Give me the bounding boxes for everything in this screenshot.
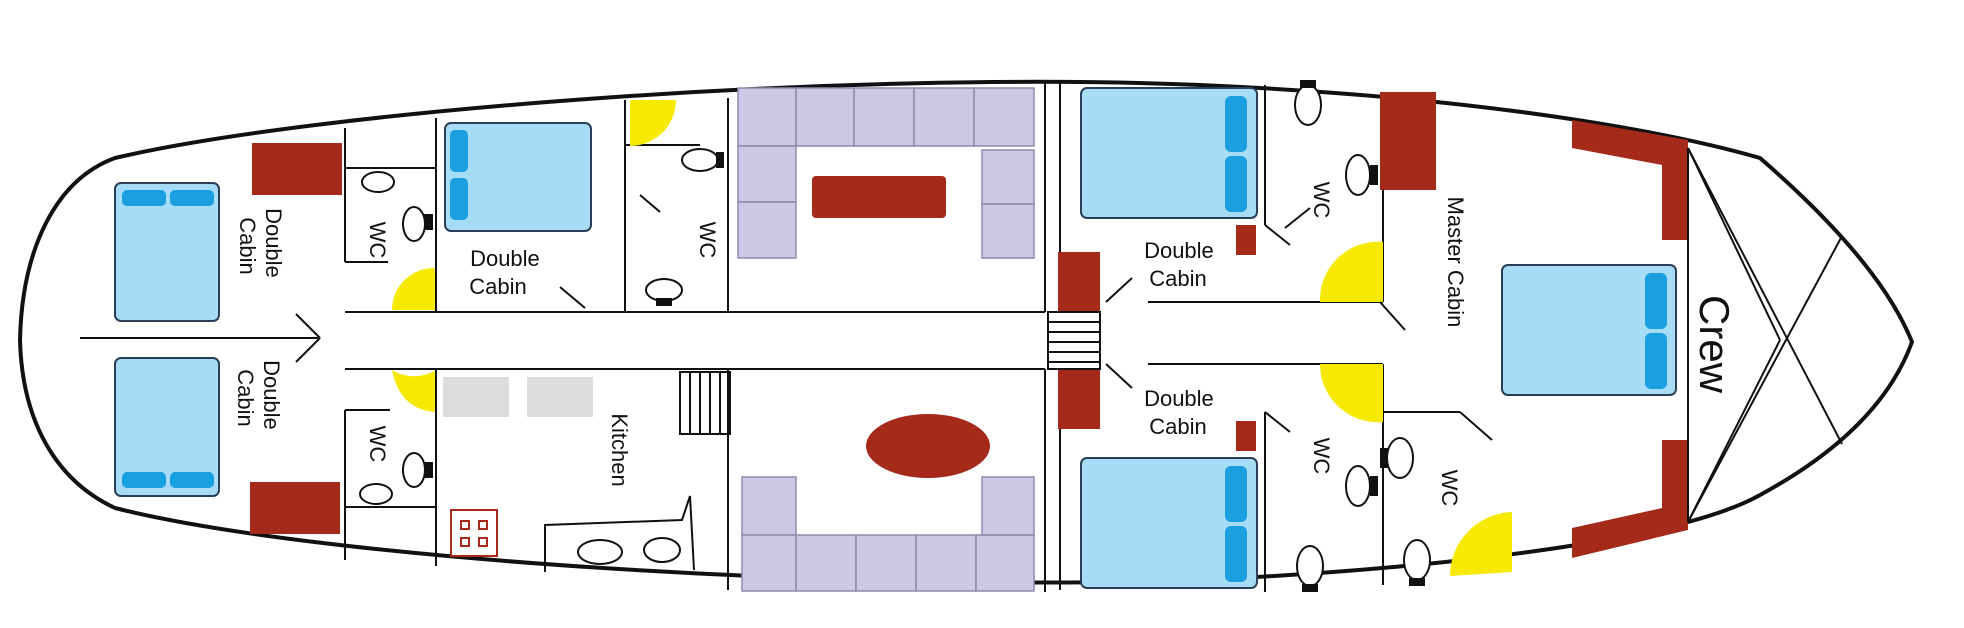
bed <box>1501 264 1677 396</box>
light-icon <box>1319 241 1383 302</box>
pillow-icon <box>1225 96 1247 152</box>
pillow-icon <box>170 190 214 206</box>
toilet-icon <box>402 206 426 242</box>
label-wc-aft-bottom: WC <box>1309 438 1334 475</box>
label-crew: Crew <box>1691 295 1738 394</box>
wardrobe <box>1572 120 1688 240</box>
wc-aft-top: WC <box>1264 80 1384 302</box>
double-cabin-forward: Double Cabin <box>435 100 626 312</box>
toilet-icon <box>1296 545 1324 587</box>
label-wc-mid-top: WC <box>695 222 720 259</box>
label-wc-forward-bottom: WC <box>365 426 390 463</box>
stairs-forward <box>679 371 731 435</box>
light-icon <box>1319 364 1383 423</box>
light-icon <box>1450 512 1512 576</box>
sink-icon <box>1345 154 1371 196</box>
bed <box>444 122 592 232</box>
label-double-cabin-aft-bottom: Double Cabin <box>1144 386 1220 439</box>
saloon-seating-bottom <box>727 369 1046 592</box>
pillow-icon <box>170 472 214 488</box>
pillow-icon <box>1225 156 1247 212</box>
pillow-icon <box>1645 333 1667 389</box>
cabinet <box>1236 225 1256 255</box>
wc-forward-top: WC <box>344 128 436 263</box>
pillow-icon <box>122 190 166 206</box>
sink-icon <box>1345 465 1371 507</box>
pillow-icon <box>1645 273 1667 329</box>
bow-cabin-top: Double Cabin <box>114 143 342 322</box>
round-table <box>866 414 990 478</box>
label-double-cabin-bow-top: Double Cabin <box>235 208 286 284</box>
pillow-icon <box>122 472 166 488</box>
bed <box>114 182 220 322</box>
stairs-central <box>1047 252 1101 429</box>
pillow-icon <box>1225 466 1247 522</box>
cabinet <box>1236 421 1256 451</box>
wc-mid-top: WC <box>625 98 729 312</box>
master-cabin: Master Cabin <box>1379 92 1688 558</box>
cabinet <box>252 143 342 195</box>
wc-forward-bottom: WC <box>344 409 436 560</box>
bow-cabin-bottom: Double Cabin <box>114 357 340 534</box>
sink-icon <box>361 171 395 193</box>
pillow-icon <box>450 130 468 172</box>
bed <box>1080 457 1258 589</box>
sink-icon <box>681 148 719 172</box>
wc-aft-bottom: WC WC <box>1264 364 1512 592</box>
light-icon <box>630 100 676 146</box>
double-cabin-aft-top: Double Cabin <box>1059 82 1266 303</box>
bed <box>114 357 220 497</box>
wardrobe <box>1572 440 1688 558</box>
label-double-cabin-aft-top: Double Cabin <box>1144 238 1220 291</box>
crew-area: Crew <box>1687 147 1843 523</box>
cabinet <box>1380 92 1436 190</box>
stove-icon <box>450 509 498 557</box>
sink-icon <box>359 483 393 505</box>
label-double-cabin-bow-bottom: Double Cabin <box>233 360 284 436</box>
label-master-cabin: Master Cabin <box>1443 197 1468 328</box>
label-kitchen: Kitchen <box>607 413 632 486</box>
toilet-icon <box>1403 539 1431 581</box>
sink-icon <box>643 537 681 563</box>
toilet-icon <box>1294 84 1322 126</box>
saloon-seating-top <box>737 83 1046 312</box>
pillow-icon <box>1225 526 1247 582</box>
kitchen: Kitchen <box>435 369 695 572</box>
light-icon <box>392 267 436 310</box>
dining-table <box>812 176 946 218</box>
label-wc-aft-bottom-2: WC <box>1437 470 1462 507</box>
counter <box>443 377 509 417</box>
toilet-icon <box>645 278 683 302</box>
sink-icon <box>577 539 623 565</box>
cabinet <box>250 482 340 534</box>
label-wc-aft-top: WC <box>1309 182 1334 219</box>
double-cabin-aft-bottom: Double Cabin <box>1059 363 1266 592</box>
label-double-cabin-forward: Double Cabin <box>469 246 546 299</box>
light-icon <box>392 370 436 412</box>
bed <box>1080 87 1258 219</box>
counter <box>527 377 593 417</box>
sink-icon <box>1386 437 1414 479</box>
toilet-icon <box>402 452 426 488</box>
direction-arrow <box>80 313 321 363</box>
pillow-icon <box>450 178 468 220</box>
label-wc-forward-top: WC <box>365 222 390 259</box>
